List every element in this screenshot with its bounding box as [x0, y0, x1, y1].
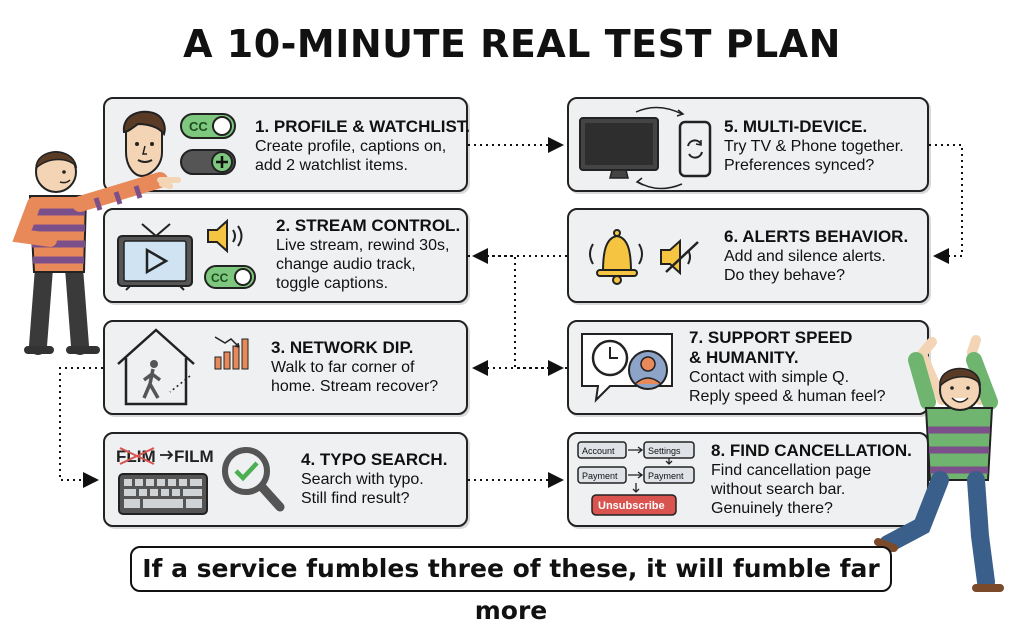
add-watchlist-toggle-icon [180, 149, 236, 175]
step-5-line-2: Preferences synced? [724, 157, 875, 174]
typo-correction-icon: FLIM FILM [116, 447, 214, 466]
flow-payment-label-2: Payment [648, 471, 684, 481]
cheering-person-illustration [874, 335, 1004, 592]
profile-face-icon [122, 110, 166, 178]
flow-connectors [59, 137, 963, 488]
weak-signal-icon [214, 336, 249, 370]
flow-account-label: Account [582, 446, 615, 456]
pointing-person-illustration [12, 151, 181, 355]
step-card-8 [567, 432, 929, 527]
step-6-text: 6. ALERTS BEHAVIOR. Add and silence aler… [724, 227, 908, 285]
step-4-heading: 4. TYPO SEARCH. [301, 450, 448, 469]
step-2-text: 2. STREAM CONTROL. Live stream, rewind 3… [276, 216, 460, 293]
unsubscribe-button-label: Unsubscribe [598, 500, 665, 512]
step-7-line-2: Reply speed & human feel? [689, 388, 886, 405]
step-5-line-1: Try TV & Phone together. [724, 138, 904, 155]
step-2-line-2: change audio track, [276, 256, 416, 273]
step-5-text: 5. MULTI-DEVICE. Try TV & Phone together… [724, 117, 904, 175]
step-6-line-2: Do they behave? [724, 267, 845, 284]
step-5-heading: 5. MULTI-DEVICE. [724, 117, 868, 136]
footer-banner: If a service fumbles three of these, it … [130, 546, 892, 625]
step-4-text: 4. TYPO SEARCH. Search with typo. Still … [301, 450, 447, 508]
step-3-heading: 3. NETWORK DIP. [271, 338, 414, 357]
page-title: A 10-MINUTE REAL TEST PLAN [183, 22, 841, 66]
step-7-heading: 7. SUPPORT SPEED [689, 328, 853, 347]
muted-speaker-icon [660, 238, 699, 276]
step-1-line-1: Create profile, captions on, [255, 138, 447, 155]
arrow-2-to-7 [468, 255, 564, 376]
step-3-line-2: home. Stream recover? [271, 378, 439, 395]
step-4-line-2: Still find result? [301, 490, 410, 507]
step-6-heading: 6. ALERTS BEHAVIOR. [724, 227, 909, 246]
arrow-5-to-6 [929, 144, 963, 264]
step-7-text: 7. SUPPORT SPEED & HUMANITY. Contact wit… [689, 328, 886, 406]
house-walking-icon [117, 328, 195, 406]
step-3-text: 3. NETWORK DIP. Walk to far corner of ho… [271, 338, 438, 396]
flow-settings-label: Settings [648, 446, 681, 456]
keyboard-icon [118, 473, 208, 515]
step-1-line-2: add 2 watchlist items. [255, 157, 408, 174]
step-8-line-1: Find cancellation page [711, 462, 872, 479]
step-2-heading: 2. STREAM CONTROL. [276, 216, 461, 235]
step-6-line-1: Add and silence alerts. [724, 248, 886, 265]
captions-toggle-icon: CC [180, 113, 236, 139]
step-7-heading-2: & HUMANITY. [689, 348, 799, 367]
step-8-line-3: Genuinely there? [711, 500, 833, 517]
speaker-volume-icon [207, 218, 243, 254]
support-chat-icon [581, 333, 673, 403]
flow-payment-label-1: Payment [582, 471, 618, 481]
step-1-heading: 1. PROFILE & WATCHLIST. [255, 117, 471, 136]
tv-phone-sync-icon [579, 106, 712, 190]
typo-right-word: FILM [174, 447, 214, 466]
step-7-line-1: Contact with simple Q. [689, 369, 850, 386]
step-8-line-2: without search bar. [711, 481, 846, 498]
arrow-3-to-4 [59, 367, 103, 488]
step-3-line-1: Walk to far corner of [271, 359, 415, 376]
step-2-line-3: toggle captions. [276, 275, 389, 292]
step-8-heading: 8. FIND CANCELLATION. [711, 441, 912, 460]
cancellation-flow-icon: Account Settings Payment Payment Unsubsc… [577, 441, 695, 516]
step-1-text: 1. PROFILE & WATCHLIST. Create profile, … [255, 117, 470, 175]
captions-toggle-small-icon: CC [204, 265, 256, 289]
cc-label-2: CC [211, 271, 229, 285]
step-4-line-1: Search with typo. [301, 471, 424, 488]
step-8-text: 8. FIND CANCELLATION. Find cancellation … [711, 441, 912, 518]
bell-alert-icon [589, 229, 643, 285]
step-2-line-1: Live stream, rewind 30s, [276, 237, 450, 254]
tv-play-icon [117, 223, 193, 291]
magnifier-check-icon [222, 447, 285, 512]
cc-label: CC [189, 119, 208, 134]
